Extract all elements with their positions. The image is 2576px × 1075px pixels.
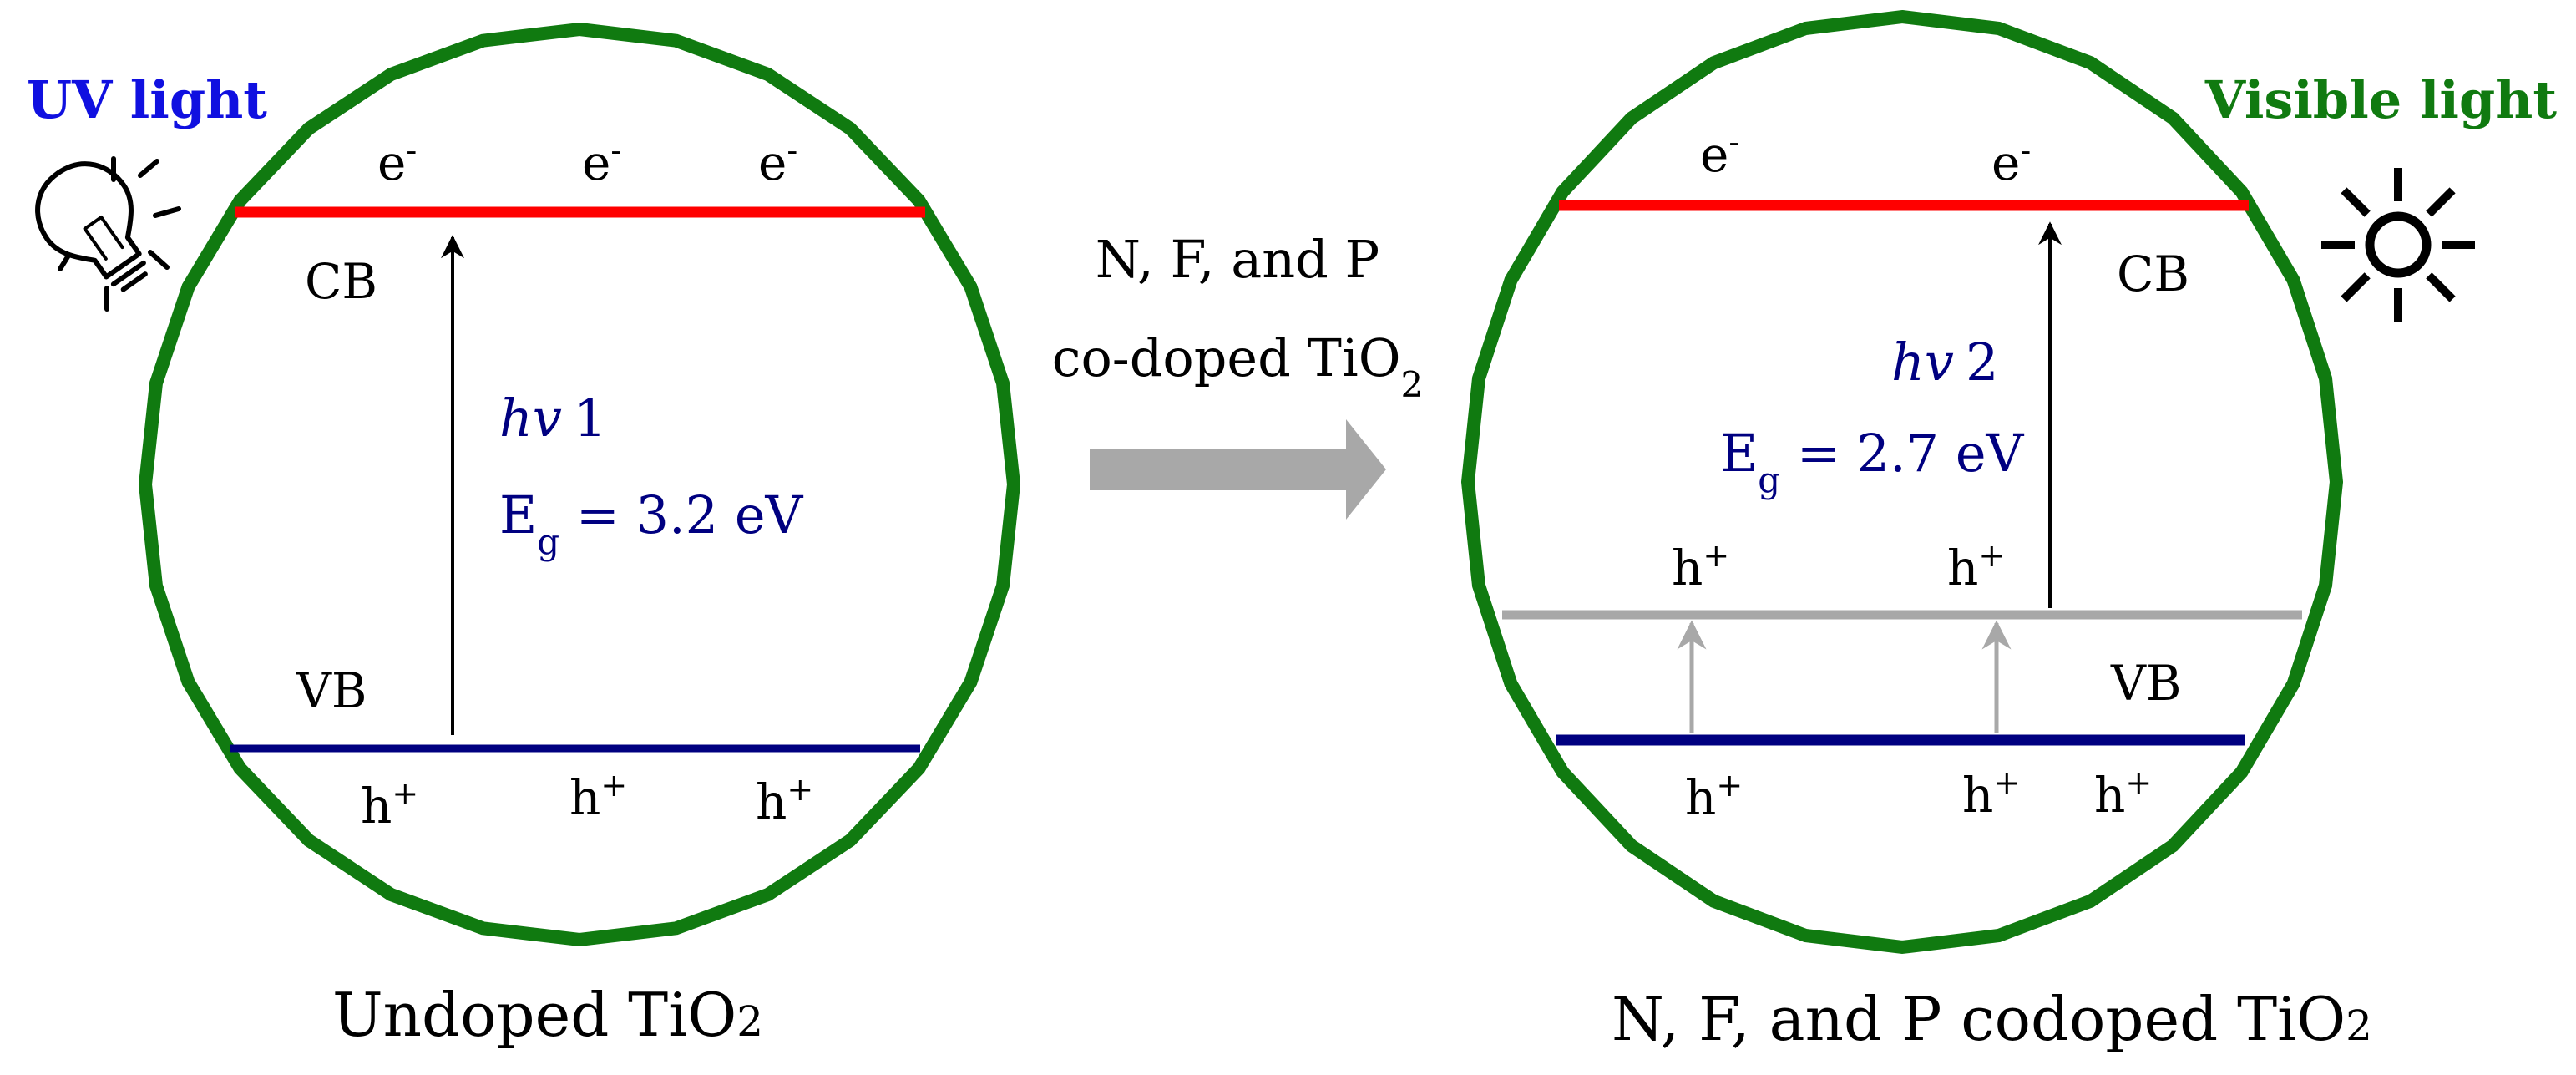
right-hole-2: h+ [1962, 764, 2020, 824]
left-hole-1: h+ [361, 775, 418, 834]
right-hole-3: h+ [2094, 764, 2152, 824]
sun-ray [2341, 272, 2371, 302]
left-electron-3: e- [758, 132, 797, 191]
right-hole-1: h+ [1685, 767, 1743, 826]
left-cb-label: CB [305, 253, 377, 310]
left-band-gap: Eg = 3.2 eV [499, 484, 804, 562]
right-particle-circle [1460, 9, 2344, 955]
right-electron-2: e- [1991, 132, 2031, 191]
right-band-gap: Eg = 2.7 eV [1720, 423, 2025, 500]
visible-light-label: Visible light [2204, 69, 2557, 130]
left-caption: Undoped TiO2 [332, 980, 763, 1050]
lightbulb-icon [35, 156, 181, 312]
right-mid-hole-1: h+ [1672, 537, 1729, 596]
right-electron-1: e- [1700, 124, 1739, 183]
left-particle-circle [138, 22, 1021, 947]
process-arrow [1090, 419, 1386, 520]
right-vb-label: VB [2110, 655, 2182, 712]
sun-ray [2426, 187, 2456, 217]
sun-icon [2321, 168, 2475, 322]
right-cb-label: CB [2117, 246, 2189, 302]
left-hole-3: h+ [756, 771, 813, 830]
left-electron-1: e- [377, 132, 417, 191]
right-caption: N, F, and P codoped TiO2 [1612, 984, 2372, 1054]
sun-ray [2426, 272, 2456, 302]
left-hole-2: h+ [569, 767, 627, 826]
left-vb-label: VB [296, 662, 367, 719]
process-step: N, F, and P co-doped TiO2 [1052, 229, 1424, 520]
process-label-line2: co-doped TiO2 [1052, 327, 1424, 405]
uv-light-label: UV light [27, 69, 267, 130]
process-label-line1: N, F, and P [1096, 229, 1380, 290]
sun-ray [2341, 187, 2371, 217]
left-electron-2: e- [582, 132, 621, 191]
right-mid-hole-2: h+ [1947, 537, 2005, 596]
